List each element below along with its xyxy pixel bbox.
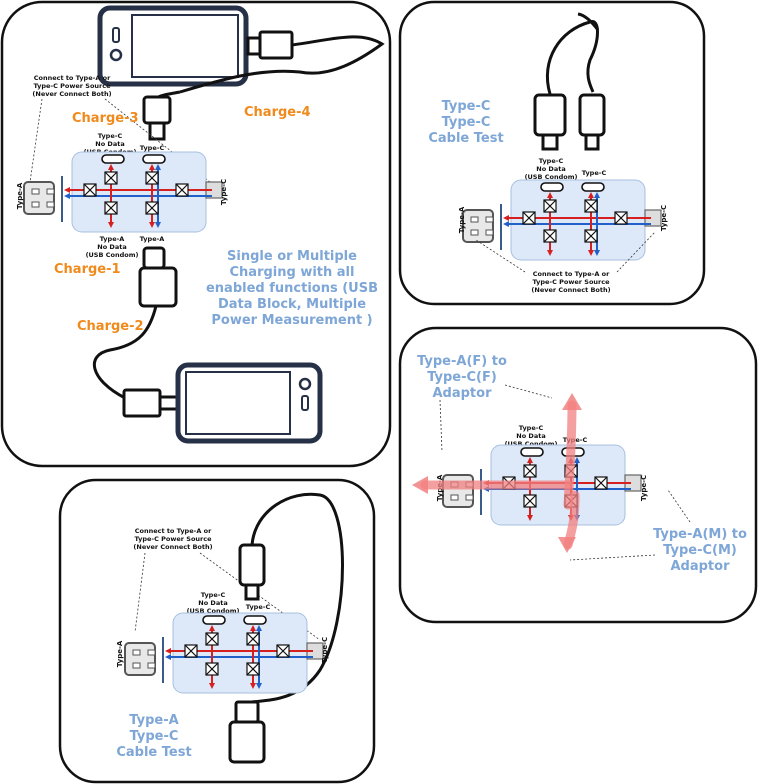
svg-text:Cable Test: Cable Test: [116, 745, 191, 760]
svg-text:Type-A: Type-A: [129, 713, 178, 728]
connector-type-a-cable: [228, 700, 266, 764]
label-type-c-top: Type-C: [140, 144, 165, 152]
panel-charging: [0, 0, 392, 468]
svg-text:Charging with all: Charging with all: [230, 265, 355, 280]
power-source-note: Connect to Type-A or Type-C Power Source…: [29, 74, 211, 183]
svg-text:Type-C Power Source: Type-C Power Source: [532, 278, 610, 286]
label-type-c-side: Type-C: [640, 475, 648, 501]
svg-text:No Data: No Data: [95, 140, 124, 148]
adaptor-arrow-heads: [412, 393, 582, 553]
label-type-a-no-data: Type-A: [100, 235, 125, 243]
phone-icon: [97, 5, 249, 87]
label-type-a-bottom: Type-A: [140, 235, 165, 243]
label-type-a-side: Type-A: [116, 640, 124, 667]
svg-text:(USB Condom): (USB Condom): [505, 440, 558, 448]
svg-text:Type-C: Type-C: [442, 115, 491, 130]
label-type-c-side: Type-C: [220, 179, 228, 205]
charging-description: Single or Multiple Charging with all ena…: [206, 249, 378, 328]
cable-type-a-loop: [250, 492, 344, 704]
power-source-note: Connect to Type-A or Type-C Power Source…: [133, 527, 321, 641]
svg-text:Type-C(M): Type-C(M): [663, 543, 737, 558]
svg-text:(Never Connect Both): (Never Connect Both): [133, 543, 212, 551]
connector-type-c-cable: [238, 543, 266, 601]
label-type-c-no-data: Type-C: [98, 132, 123, 140]
svg-text:Type-A(F) to: Type-A(F) to: [417, 354, 507, 369]
svg-text:Type-C: Type-C: [442, 99, 491, 114]
svg-text:Connect to Type-A or: Connect to Type-A or: [533, 270, 610, 278]
svg-text:Type-C(F): Type-C(F): [427, 370, 497, 385]
svg-text:Connect to Type-A or: Connect to Type-A or: [135, 527, 212, 535]
svg-text:No Data: No Data: [516, 432, 545, 440]
svg-text:(USB Condom): (USB Condom): [187, 607, 240, 615]
cable-type-c-loop: [545, 12, 600, 95]
svg-text:No Data: No Data: [536, 165, 565, 173]
connector-type-c-pair: [533, 93, 606, 151]
svg-text:Power Measurement ): Power Measurement ): [211, 313, 372, 328]
svg-text:Type-C Power Source: Type-C Power Source: [134, 535, 212, 543]
label-type-a-side: Type-A: [458, 206, 466, 233]
connector-charge-3: [142, 90, 181, 141]
label-type-c-no-data: Type-C: [201, 591, 226, 599]
phone-icon: [175, 362, 323, 444]
title-type-c-type-c-cable-test: Type-C Type-C Cable Test: [428, 99, 503, 146]
adaptor-am-to-cm-label: Type-A(M) to Type-C(M) Adaptor: [569, 489, 747, 574]
label-type-a-side: Type-A: [16, 182, 24, 209]
label-type-c-no-data: Type-C: [539, 157, 564, 165]
svg-text:(Never Connect Both): (Never Connect Both): [32, 90, 111, 98]
svg-text:enabled functions (USB: enabled functions (USB: [206, 281, 378, 296]
label-type-c-no-data: Type-C: [519, 424, 544, 432]
label-type-c-top: Type-C: [582, 169, 607, 177]
svg-text:Connect to Type-A or: Connect to Type-A or: [34, 74, 111, 82]
label-type-c-top: Type-C: [246, 603, 271, 611]
svg-text:(Never Connect Both): (Never Connect Both): [531, 286, 610, 294]
power-source-note: Connect to Type-A or Type-C Power Source…: [475, 231, 656, 294]
label-charge-1: Charge-1: [54, 262, 121, 277]
title-type-a-type-c-cable-test: Type-A Type-C Cable Test: [116, 713, 191, 760]
label-charge-2: Charge-2: [77, 319, 144, 334]
svg-text:Type-C: Type-C: [130, 729, 179, 744]
cable-charge-4: [179, 30, 385, 94]
svg-text:Type-A(M) to: Type-A(M) to: [653, 527, 747, 542]
svg-text:(USB Condom): (USB Condom): [525, 173, 578, 181]
label-charge-4: Charge-4: [244, 105, 311, 120]
label-charge-3: Charge-3: [72, 111, 139, 126]
svg-text:Cable Test: Cable Test: [428, 131, 503, 146]
svg-text:Data Block, Multiple: Data Block, Multiple: [218, 297, 366, 312]
svg-text:Adaptor: Adaptor: [670, 559, 730, 574]
svg-text:Adaptor: Adaptor: [432, 386, 492, 401]
svg-text:No Data: No Data: [97, 243, 126, 251]
svg-text:Single or Multiple: Single or Multiple: [227, 249, 357, 264]
svg-text:(USB Condom): (USB Condom): [86, 251, 139, 259]
svg-text:Type-C Power Source: Type-C Power Source: [33, 82, 111, 90]
adaptor-af-to-cf-label: Type-A(F) to Type-C(F) Adaptor: [417, 354, 553, 453]
connector-charge-1: [92, 246, 180, 418]
label-type-c-side: Type-C: [660, 205, 668, 231]
svg-text:No Data: No Data: [198, 599, 227, 607]
label-type-c-side: Type-C: [321, 637, 329, 663]
